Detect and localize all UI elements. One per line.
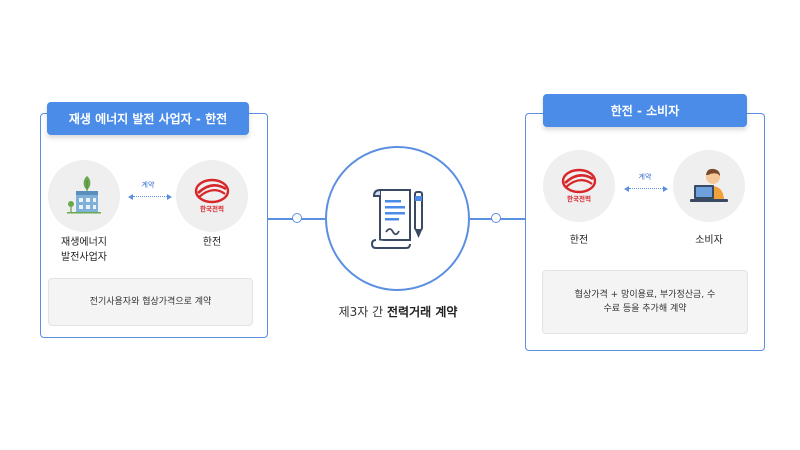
right-arrow-head-right [663, 186, 668, 192]
renewable-node-label: 재생에너지 발전사업자 [61, 237, 107, 263]
left-kepco-node: 한국전력 [176, 160, 248, 232]
right-contract-line [629, 188, 663, 189]
right-note-line2: 수료 등을 추가해 계약 [603, 304, 687, 314]
right-note-box: 협상가격 + 망이용료, 부가정산금, 수 수료 등을 추가해 계약 [542, 270, 748, 334]
consumer-node [673, 150, 745, 222]
left-arrow-head-left [128, 194, 133, 200]
right-note-line1: 협상가격 + 망이용료, 부가정산금, 수 [574, 289, 716, 300]
kepco-logo: 한국전력 [561, 168, 597, 203]
center-caption-bold: 전력거래 계약 [386, 305, 458, 319]
left-arrow-head-right [167, 194, 172, 200]
right-connector-dot [491, 213, 501, 223]
consumer-computer-icon [690, 168, 728, 202]
left-contract-line [133, 196, 167, 197]
kepco-logo-text: 한국전력 [567, 194, 591, 203]
kepco-logo: 한국전력 [194, 178, 230, 213]
right-kepco-node-label: 한전 [569, 235, 589, 246]
left-note-box: 전기사용자와 협상가격으로 계약 [48, 278, 253, 326]
right-kepco-node: 한국전력 [543, 150, 615, 222]
renewable-node [48, 160, 120, 232]
left-kepco-node-label: 한전 [202, 237, 222, 248]
consumer-node-label: 소비자 [695, 235, 723, 246]
left-contract-label: 계약 [141, 181, 155, 189]
kepco-logo-text: 한국전력 [200, 204, 224, 213]
center-caption: 제3자 간 전력거래 계약 [300, 303, 496, 320]
right-panel-title: 한전 - 소비자 [543, 94, 747, 127]
left-panel-title: 재생 에너지 발전 사업자 - 한전 [47, 102, 249, 135]
center-contract-circle [325, 146, 470, 291]
center-caption-prefix: 제3자 간 [338, 305, 384, 319]
right-arrow-head-left [624, 186, 629, 192]
right-contract-label: 계약 [638, 173, 652, 181]
renewable-building-icon [67, 176, 101, 214]
contract-document-icon [370, 188, 423, 249]
left-connector-dot [292, 213, 302, 223]
